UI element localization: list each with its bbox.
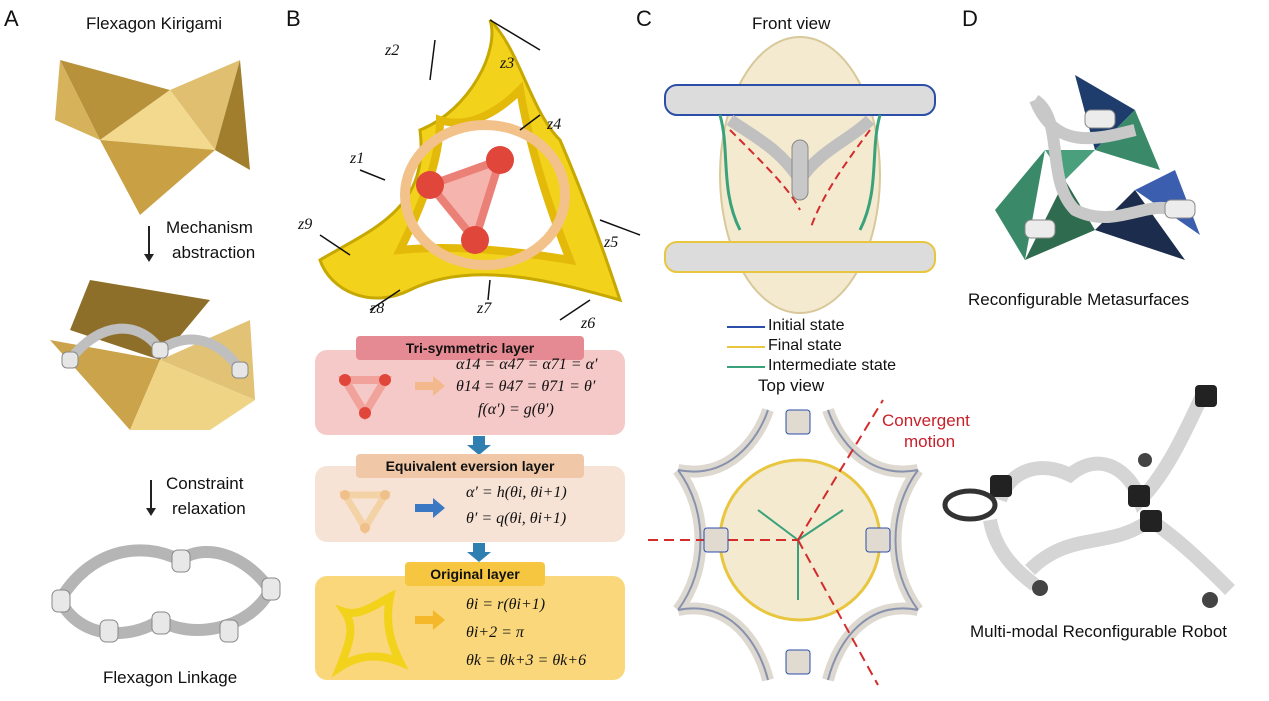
flexagon-linkage-illustration (51, 544, 281, 643)
metasurfaces-illustration (995, 75, 1200, 260)
axis-label-z1: z1 (350, 150, 365, 167)
reconfigurable-robot-illustration (942, 385, 1235, 608)
step1-arrowhead (144, 254, 154, 262)
tri-symmetric-arrow (415, 382, 435, 390)
eversion-eq-1: α′ = h(θi, θi+1) (466, 484, 567, 501)
axis-label-z8: z8 (370, 300, 385, 317)
original-layer-header: Original layer (405, 562, 545, 586)
layer-arrow-1 (473, 436, 485, 446)
step2-label-line2: relaxation (172, 499, 246, 518)
legend-initial-line (727, 326, 765, 328)
top-view-label: Top view (758, 376, 825, 395)
convergent-motion-label-line1: Convergent (882, 411, 970, 430)
step2-arrow (150, 480, 152, 510)
original-arrowhead (433, 610, 445, 630)
axis-label-z4: z4 (547, 116, 562, 133)
kirigami-with-linkage-illustration (50, 280, 255, 430)
panel-a-title: Flexagon Kirigami (86, 14, 223, 33)
eversion-eq-2: θ′ = q(θi, θi+1) (466, 510, 567, 527)
axis-label-z2: z2 (385, 42, 400, 59)
eversion-arrow (415, 504, 435, 512)
legend-final-label: Final state (768, 337, 842, 354)
metasurfaces-caption: Reconfigurable Metasurfaces (968, 290, 1190, 309)
eversion-layer-icon (338, 490, 392, 535)
original-eq-3: θk = θk+3 = θk+6 (466, 652, 587, 669)
original-eq-2: θi+2 = π (466, 624, 524, 641)
tri-symmetric-layer-icon (337, 374, 393, 421)
eversion-layer-header: Equivalent eversion layer (356, 454, 584, 478)
step1-arrow (148, 226, 150, 256)
step1-label-line1: Mechanism (166, 218, 253, 237)
legend-intermediate-label: Intermediate state (768, 357, 897, 374)
tri-symmetric-layer-header: Tri-symmetric layer (356, 336, 584, 360)
original-layer-icon (331, 589, 409, 678)
layer-arrowhead-1 (467, 445, 491, 455)
panel-a-letter: A (4, 6, 19, 31)
axis-label-z7: z7 (477, 300, 492, 317)
original-arrow (415, 616, 435, 624)
original-eq-1: θi = r(θi+1) (466, 596, 546, 613)
legend-initial-label: Initial state (768, 317, 845, 334)
tri-symmetric-eq-2: θ14 = θ47 = θ71 = θ′ (456, 378, 596, 395)
layer-arrow-2 (473, 543, 485, 553)
axis-label-z3: z3 (500, 55, 515, 72)
tri-symmetric-arrowhead (433, 376, 445, 396)
panel-c-letter: C (636, 6, 652, 31)
tri-symmetric-eq-3: f(α′) = g(θ′) (478, 401, 554, 418)
axis-label-z5: z5 (604, 234, 619, 251)
flexagon-mechanism-illustration (318, 18, 641, 321)
flexagon-kirigami-illustration (55, 60, 250, 215)
top-view-illustration (648, 399, 923, 686)
original-layer-box (315, 576, 625, 680)
step2-arrowhead (146, 508, 156, 516)
axis-label-z6: z6 (581, 315, 596, 332)
panel-b-letter: B (286, 6, 301, 31)
step2-label-line1: Constraint (166, 474, 244, 493)
panel-a-bottom-label: Flexagon Linkage (103, 668, 238, 687)
front-view-label: Front view (752, 14, 831, 33)
legend-final-line (727, 346, 765, 348)
convergent-motion-label-line2: motion (904, 432, 956, 451)
panel-d-letter: D (962, 6, 978, 31)
front-view-illustration (664, 36, 936, 314)
robot-caption: Multi-modal Reconfigurable Robot (970, 622, 1228, 641)
step1-label-line2: abstraction (172, 243, 256, 262)
layer-arrowhead-2 (467, 552, 491, 562)
eversion-arrowhead (433, 498, 445, 518)
tri-symmetric-layer-box (315, 350, 625, 435)
tri-symmetric-eq-1: α14 = α47 = α71 = α′ (456, 356, 598, 373)
legend-intermediate-line (727, 366, 765, 368)
axis-label-z9: z9 (298, 216, 313, 233)
